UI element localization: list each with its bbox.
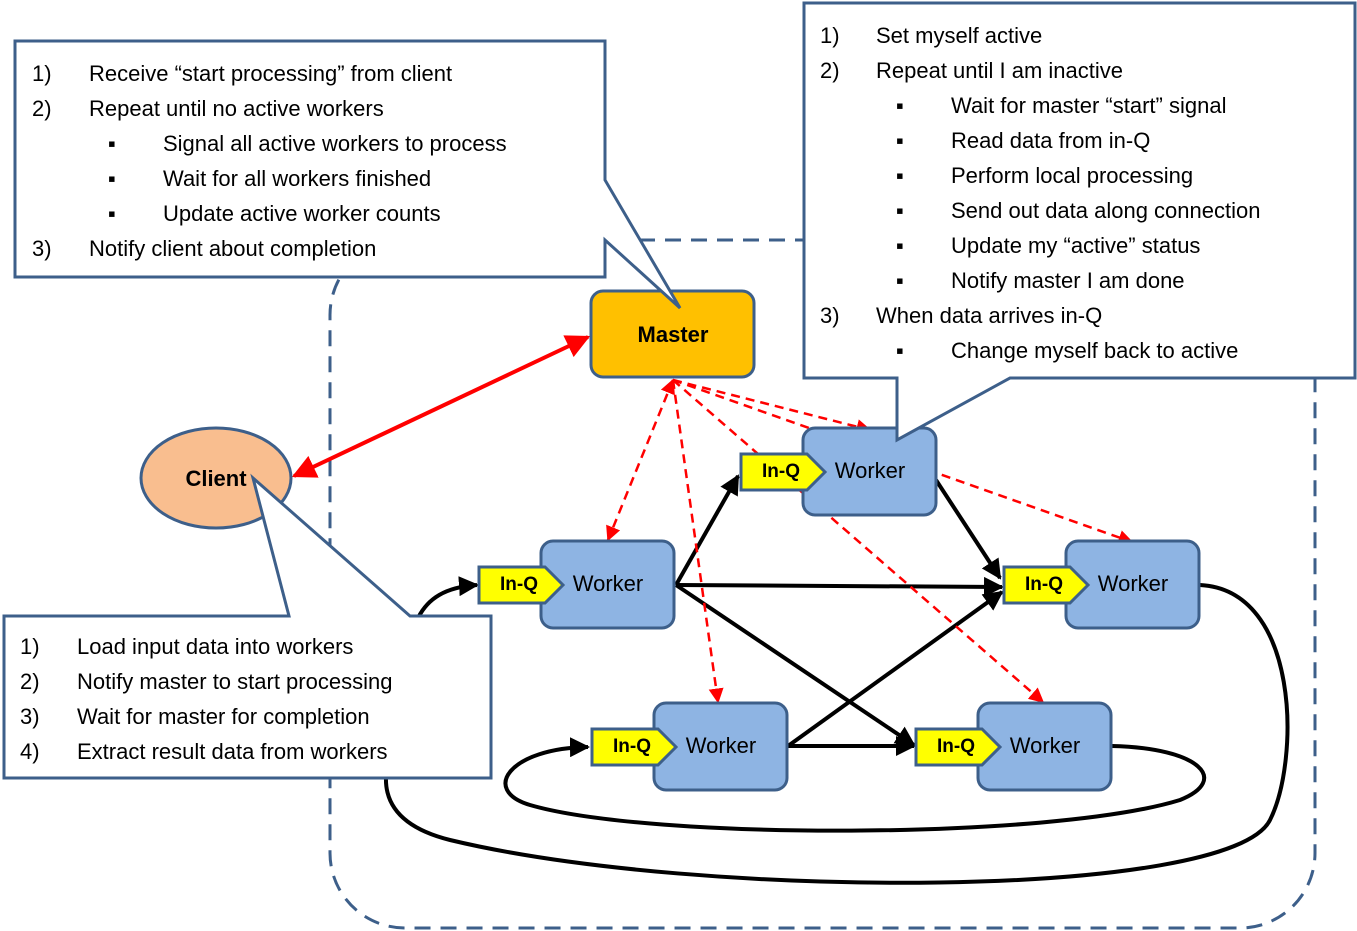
callout-marker: 2) [20, 669, 40, 694]
callout-marker: 2) [32, 96, 52, 121]
callout-line: Receive “start processing” from client [89, 61, 452, 86]
master-label: Master [638, 322, 709, 347]
worker-5-node[interactable]: In-Q Worker [914, 701, 1113, 792]
edge-master-w4 [671, 379, 724, 704]
worker-label: Worker [686, 733, 757, 758]
worker-1-inq: In-Q [477, 565, 566, 605]
callout-line: Read data from in-Q [951, 128, 1150, 153]
callout-marker: ▪ [896, 93, 904, 118]
worker-4-node[interactable]: In-Q Worker [590, 701, 789, 792]
callout-marker: ▪ [108, 131, 116, 156]
callout-line: Wait for master “start” signal [951, 93, 1226, 118]
edge-w1-w5 [674, 583, 916, 747]
worker-2-node[interactable]: In-Q Worker [739, 426, 938, 517]
callout-line: Repeat until I am inactive [876, 58, 1123, 83]
callout-marker: 1) [820, 23, 840, 48]
callout-line: Signal all active workers to process [163, 131, 507, 156]
callout-marker: 4) [20, 739, 40, 764]
client-callout-box [2, 473, 493, 780]
callout-line: Change myself back to active [951, 338, 1238, 363]
edge-w1-w3 [675, 576, 1004, 597]
inq-label: In-Q [937, 736, 975, 757]
inq-label: In-Q [762, 461, 800, 482]
edge-w1-w2 [674, 474, 740, 586]
worker-5-inq: In-Q [914, 727, 1003, 767]
callout-marker: ▪ [896, 128, 904, 153]
worker-label: Worker [1010, 733, 1081, 758]
worker-3-inq: In-Q [1002, 565, 1091, 605]
callout-line: Notify master I am done [951, 268, 1185, 293]
callout-line: Repeat until no active workers [89, 96, 384, 121]
master-node[interactable]: Master [589, 289, 756, 379]
inq-label: In-Q [1025, 574, 1063, 595]
edge-master-client [291, 335, 591, 478]
callout-line: Update active worker counts [163, 201, 441, 226]
inq-label: In-Q [500, 574, 538, 595]
callout-marker: 1) [32, 61, 52, 86]
callout-marker: ▪ [108, 166, 116, 191]
callout-marker: 2) [820, 58, 840, 83]
callout-marker: 1) [20, 634, 40, 659]
master-callout-text: 1) Receive “start processing” from client… [32, 61, 507, 261]
callout-marker: ▪ [896, 338, 904, 363]
callout-line: Load input data into workers [77, 634, 353, 659]
worker-callout-text: 1) Set myself active 2) Repeat until I am i… [820, 23, 1260, 363]
worker-callout-box [802, 1, 1357, 443]
edge-master-w1 [606, 378, 675, 542]
worker-2-inq: In-Q [739, 452, 828, 492]
callout-marker: ▪ [896, 268, 904, 293]
edge-w4-w3 [786, 590, 1004, 748]
callout-line: Send out data along connection [951, 198, 1260, 223]
data-connections [384, 474, 1290, 885]
worker-3-node[interactable]: In-Q Worker [1002, 539, 1201, 630]
callout-line: Notify client about completion [89, 236, 376, 261]
edge-w3-w1-loop [384, 576, 1290, 885]
worker-label: Worker [573, 571, 644, 596]
callout-marker: 3) [20, 704, 40, 729]
client-label: Client [185, 466, 247, 491]
callout-line: Perform local processing [951, 163, 1193, 188]
callout-line: When data arrives in-Q [876, 303, 1102, 328]
callout-line: Update my “active” status [951, 233, 1200, 258]
client-node[interactable]: Client [139, 426, 293, 530]
callout-marker: 3) [820, 303, 840, 328]
worker-label: Worker [1098, 571, 1169, 596]
callout-marker: ▪ [108, 201, 116, 226]
worker-label: Worker [835, 458, 906, 483]
client-callout-text: 1) Load input data into workers 2) Notify m… [20, 634, 392, 764]
callout-marker: ▪ [896, 163, 904, 188]
worker-1-node[interactable]: In-Q Worker [477, 539, 676, 630]
edge-w5-w4-loop [503, 737, 1206, 833]
edge-master-w2 [672, 378, 872, 434]
callout-marker: ▪ [896, 233, 904, 258]
callout-marker: ▪ [896, 198, 904, 223]
worker-4-inq: In-Q [590, 727, 679, 767]
edge-w2-w3 [934, 478, 1002, 580]
inq-label: In-Q [613, 736, 651, 757]
callout-marker: 3) [32, 236, 52, 261]
callout-line: Notify master to start processing [77, 669, 392, 694]
master-callout-box [13, 39, 682, 310]
edge-master-w5 [672, 379, 1045, 703]
callout-line: Wait for master for completion [77, 704, 370, 729]
callout-line: Wait for all workers finished [163, 166, 431, 191]
callout-line: Set myself active [876, 23, 1042, 48]
callout-line: Extract result data from workers [77, 739, 388, 764]
